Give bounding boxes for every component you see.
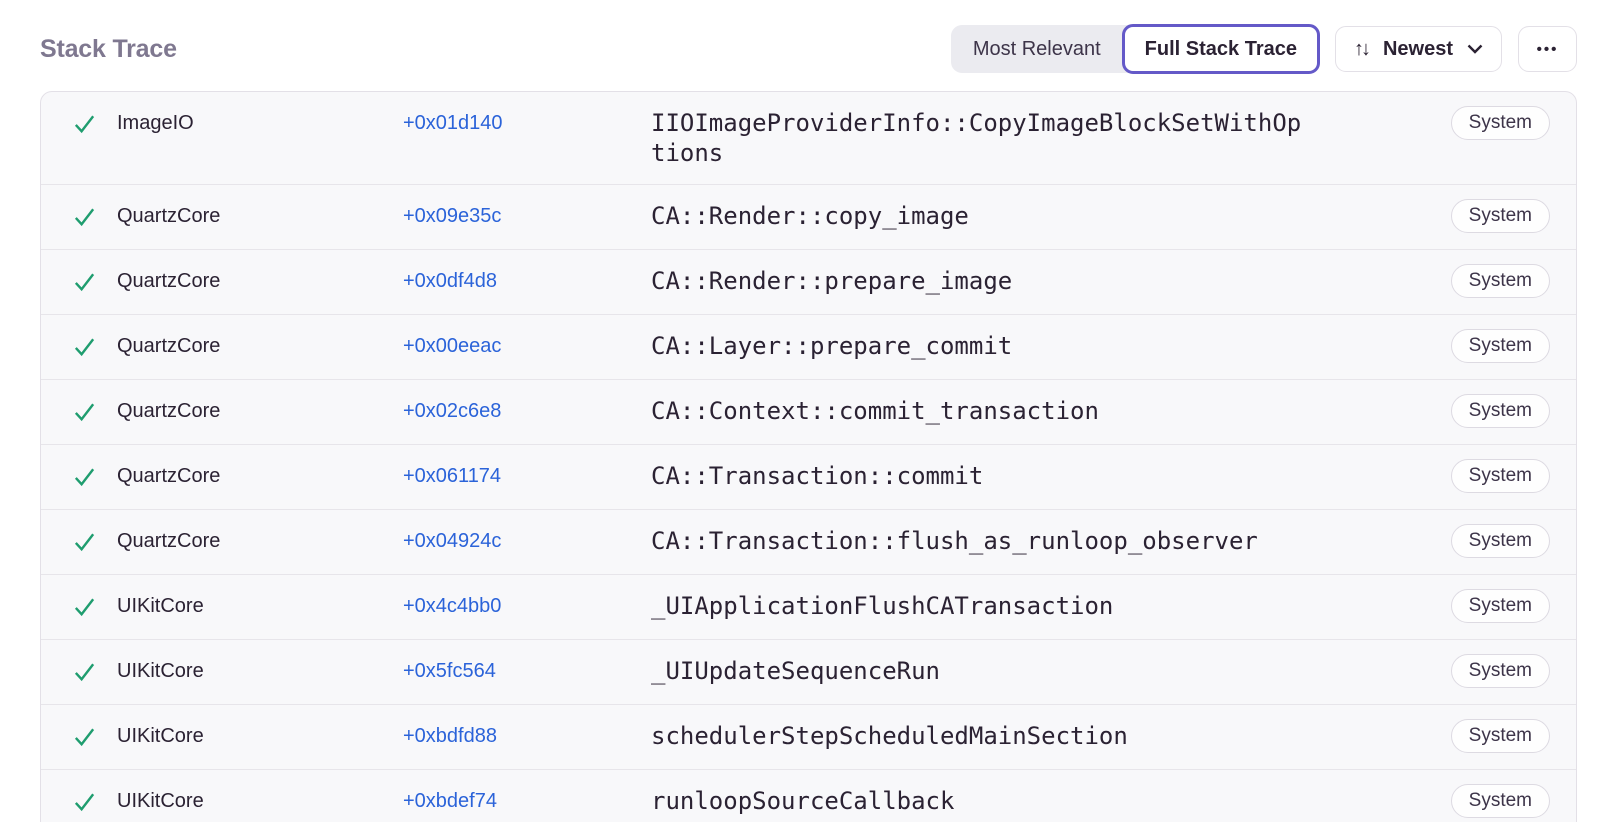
sort-order-label: Newest (1382, 37, 1453, 60)
view-toggle: Most Relevant Full Stack Trace (950, 24, 1320, 74)
stack-frame-row[interactable]: QuartzCore +0x04924c CA::Transaction::fl… (41, 510, 1576, 575)
check-icon (71, 201, 98, 230)
frame-function: CA::Transaction::flush_as_runloop_observ… (651, 527, 1258, 555)
frame-address-link[interactable]: +0xbdfd88 (403, 725, 497, 747)
most-relevant-button[interactable]: Most Relevant (951, 25, 1123, 73)
frame-address-link[interactable]: +0x5fc564 (403, 660, 496, 682)
ellipsis-icon: ••• (1536, 40, 1559, 58)
check-icon (71, 461, 98, 490)
stack-frame-row[interactable]: UIKitCore +0xbdfd88 schedulerStepSchedul… (41, 705, 1576, 770)
frame-module: UIKitCore (117, 790, 204, 812)
system-badge: System (1450, 784, 1550, 818)
frame-function: schedulerStepScheduledMainSection (651, 722, 1128, 750)
page-title: Stack Trace (40, 34, 177, 63)
stack-frame-row[interactable]: UIKitCore +0xbdef74 runloopSourceCallbac… (41, 770, 1576, 822)
full-stack-trace-button[interactable]: Full Stack Trace (1121, 24, 1320, 74)
check-icon (71, 331, 98, 360)
stack-frame-row[interactable]: QuartzCore +0x09e35c CA::Render::copy_im… (41, 185, 1576, 250)
frame-module: QuartzCore (117, 335, 221, 357)
check-icon (71, 786, 98, 815)
chevron-down-icon (1467, 44, 1483, 54)
frame-address-link[interactable]: +0x02c6e8 (403, 400, 502, 422)
system-badge: System (1450, 394, 1550, 428)
frame-address-link[interactable]: +0x061174 (403, 465, 502, 487)
system-badge: System (1450, 589, 1550, 623)
system-badge: System (1450, 524, 1550, 558)
check-icon (71, 266, 98, 295)
system-badge: System (1450, 264, 1550, 298)
frame-address-link[interactable]: +0x01d140 (403, 112, 503, 134)
frame-module: ImageIO (117, 112, 194, 134)
system-badge: System (1450, 459, 1550, 493)
header-controls: Most Relevant Full Stack Trace ↑↓ Newest… (950, 24, 1577, 74)
frame-module: UIKitCore (117, 660, 204, 682)
check-icon (71, 526, 98, 555)
system-badge: System (1450, 329, 1550, 363)
frame-module: QuartzCore (117, 400, 221, 422)
system-badge: System (1450, 719, 1550, 753)
stack-trace-panel: Stack Trace Most Relevant Full Stack Tra… (0, 24, 1614, 822)
frame-function: IIOImageProviderInfo::CopyImageBlockSetW… (651, 109, 1302, 167)
frame-function: CA::Layer::prepare_commit (651, 332, 1013, 360)
check-icon (71, 591, 98, 620)
frame-module: QuartzCore (117, 530, 221, 552)
frame-module: QuartzCore (117, 465, 221, 487)
check-icon (71, 721, 98, 750)
frame-address-link[interactable]: +0x4c4bb0 (403, 595, 502, 617)
frame-address-link[interactable]: +0x04924c (403, 530, 502, 552)
frame-address-link[interactable]: +0x00eeac (403, 335, 502, 357)
more-options-button[interactable]: ••• (1518, 26, 1577, 72)
stack-trace-rows: ImageIO +0x01d140 IIOImageProviderInfo::… (41, 92, 1576, 822)
stack-trace-table: ImageIO +0x01d140 IIOImageProviderInfo::… (40, 91, 1577, 822)
frame-address-link[interactable]: +0xbdef74 (403, 790, 497, 812)
frame-function: CA::Render::copy_image (651, 202, 969, 230)
frame-function: runloopSourceCallback (651, 787, 955, 815)
frame-address-link[interactable]: +0x09e35c (403, 205, 502, 227)
sort-order-dropdown[interactable]: ↑↓ Newest (1334, 26, 1502, 72)
stack-frame-row[interactable]: ImageIO +0x01d140 IIOImageProviderInfo::… (41, 92, 1576, 185)
stack-trace-header: Stack Trace Most Relevant Full Stack Tra… (40, 24, 1577, 74)
stack-frame-row[interactable]: QuartzCore +0x061174 CA::Transaction::co… (41, 445, 1576, 510)
frame-module: UIKitCore (117, 725, 204, 747)
stack-frame-row[interactable]: UIKitCore +0x4c4bb0 _UIApplicationFlushC… (41, 575, 1576, 640)
frame-address-link[interactable]: +0x0df4d8 (403, 270, 497, 292)
check-icon (71, 108, 98, 137)
system-badge: System (1450, 106, 1550, 140)
frame-function: CA::Transaction::commit (651, 462, 984, 490)
stack-frame-row[interactable]: QuartzCore +0x02c6e8 CA::Context::commit… (41, 380, 1576, 445)
check-icon (71, 396, 98, 425)
stack-frame-row[interactable]: UIKitCore +0x5fc564 _UIUpdateSequenceRun… (41, 640, 1576, 705)
system-badge: System (1450, 654, 1550, 688)
system-badge: System (1450, 199, 1550, 233)
frame-function: CA::Context::commit_transaction (651, 397, 1099, 425)
stack-frame-row[interactable]: QuartzCore +0x00eeac CA::Layer::prepare_… (41, 315, 1576, 380)
sort-arrows-icon: ↑↓ (1353, 37, 1371, 60)
frame-function: CA::Render::prepare_image (651, 267, 1013, 295)
frame-module: QuartzCore (117, 270, 221, 292)
frame-module: UIKitCore (117, 595, 204, 617)
frame-module: QuartzCore (117, 205, 221, 227)
frame-function: _UIApplicationFlushCATransaction (651, 592, 1114, 620)
stack-frame-row[interactable]: QuartzCore +0x0df4d8 CA::Render::prepare… (41, 250, 1576, 315)
check-icon (71, 656, 98, 685)
frame-function: _UIUpdateSequenceRun (651, 657, 940, 685)
